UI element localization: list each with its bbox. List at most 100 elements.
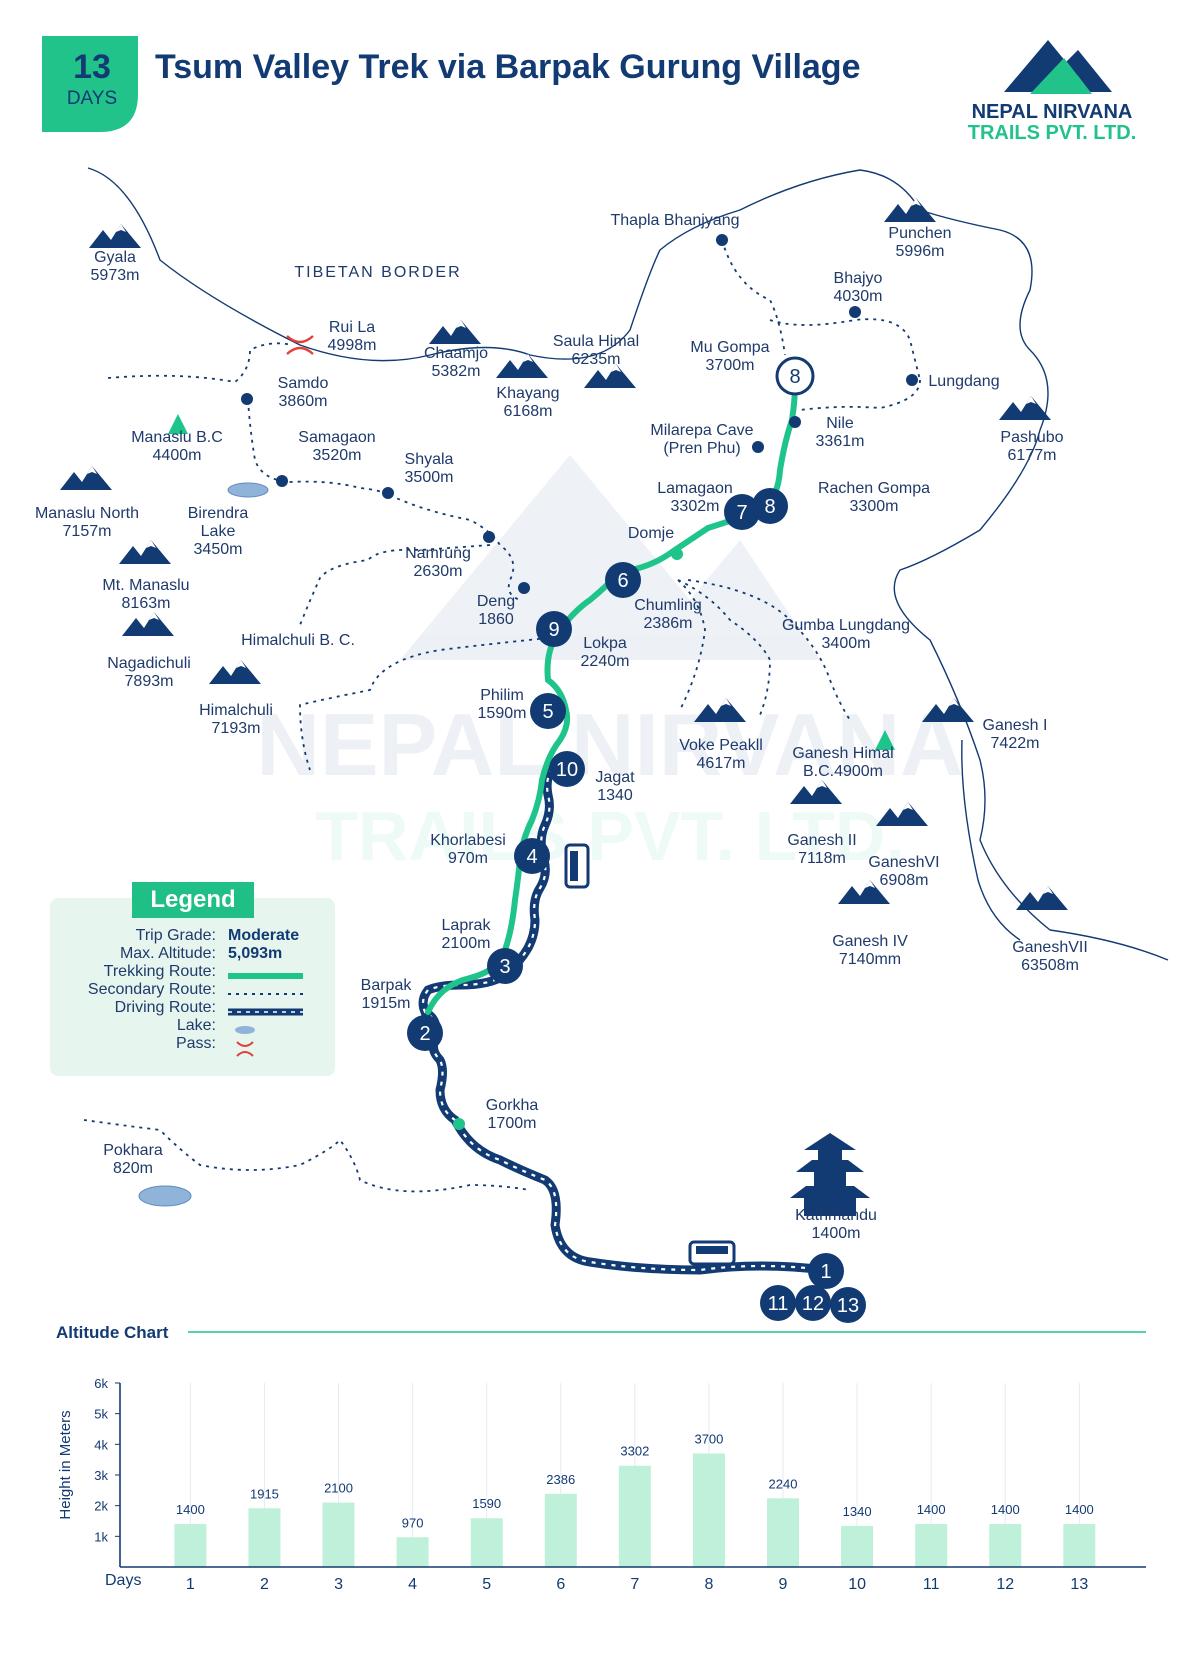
day-marker-6: 6 (605, 562, 641, 598)
place-label-lungdang: Lungdang (928, 373, 999, 390)
mountain-icon (209, 660, 261, 684)
mountain-icon (122, 612, 174, 636)
day-marker-2: 2 (407, 1015, 443, 1051)
mountain-icon (89, 224, 141, 248)
svg-text:9: 9 (548, 619, 559, 641)
svg-text:2: 2 (419, 1023, 430, 1045)
day-marker-5: 5 (530, 693, 566, 729)
mountain-icon (694, 698, 746, 722)
place-label-himalchuli-bc: Himalchuli B. C. (241, 632, 355, 649)
svg-text:1: 1 (820, 1261, 831, 1283)
mountain-icon (60, 466, 112, 490)
pass-icon (286, 335, 314, 355)
place-label-domje: Domje (628, 525, 674, 542)
svg-text:7: 7 (736, 502, 747, 524)
place-label-thapla: Thapla Bhanjyang (611, 212, 740, 229)
day-marker-11: 11 (760, 1285, 796, 1321)
lake-icons (138, 482, 269, 1207)
temple-icon (790, 1133, 870, 1216)
waypoint-dot (276, 475, 288, 487)
company-logo: NEPAL NIRVANA TRAILS PVT. LTD. (968, 40, 1137, 144)
waypoint-dot (716, 234, 728, 246)
mountain-icon (838, 880, 890, 904)
mountain-icon (1016, 886, 1068, 910)
days-label: DAYS (67, 88, 117, 109)
camp-icons (168, 414, 895, 750)
day-marker-3: 3 (487, 948, 523, 984)
mountain-icon (119, 540, 171, 564)
watermark: NEPAL NIRVANA TRAILS PVT. LTD. (256, 455, 964, 875)
svg-text:8: 8 (764, 496, 775, 518)
waypoint-dot (789, 416, 801, 428)
logo-text-2: TRAILS PVT. LTD. (968, 122, 1137, 144)
mountain-icons (60, 198, 1068, 910)
waypoint-dot (453, 1118, 465, 1130)
day-marker-8: 8 (775, 356, 815, 396)
day-marker-12: 12 (795, 1285, 831, 1321)
waypoint-dot (483, 531, 495, 543)
mountain-icon (584, 364, 636, 388)
svg-text:12: 12 (802, 1293, 824, 1315)
mountain-icon (922, 698, 974, 722)
day-marker-8: 8 (752, 488, 788, 524)
days-number: 13 (73, 48, 111, 86)
logo-text-1: NEPAL NIRVANA (972, 101, 1133, 123)
mountain-icon (429, 320, 481, 344)
waypoint-dot (849, 306, 861, 318)
day-marker-7: 7 (724, 494, 760, 530)
svg-text:5: 5 (542, 701, 553, 723)
border-lines (87, 167, 1169, 961)
svg-text:NEPAL NIRVANA: NEPAL NIRVANA (256, 695, 963, 794)
mountain-icon (884, 198, 936, 222)
svg-text:6: 6 (617, 570, 628, 592)
day-marker-13: 13 (830, 1287, 866, 1323)
waypoint-dots (241, 234, 918, 1130)
svg-text:8: 8 (789, 366, 800, 388)
day-marker-9: 9 (536, 611, 572, 647)
legend-title: Legend (132, 882, 254, 918)
day-marker-1: 1 (808, 1253, 844, 1289)
legend-panel (50, 898, 335, 1076)
svg-text:4: 4 (526, 846, 537, 868)
waypoint-dot (241, 393, 253, 405)
mountain-icon (999, 396, 1051, 420)
border-label: TIBETAN BORDER (294, 264, 461, 281)
waypoint-dot (382, 487, 394, 499)
waypoint-dot (671, 548, 683, 560)
